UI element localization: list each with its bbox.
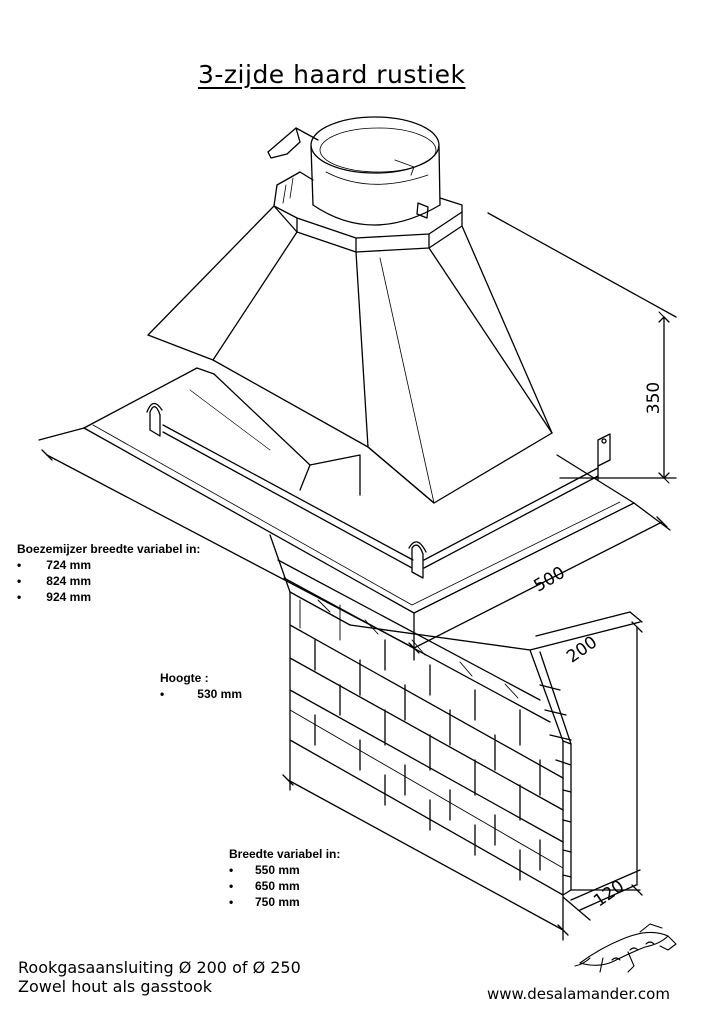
fuel-type-text: Zowel hout als gasstook (18, 977, 213, 996)
dimension-label-height: 350 (644, 382, 664, 414)
dimension-height (487, 212, 677, 484)
breedte-list: •550 mm •650 mm •750 mm (229, 862, 340, 910)
boezemijzer-note: Boezemijzer breedte variabel in: •724 mm… (17, 541, 200, 605)
breedte-note: Breedte variabel in: •550 mm •650 mm •75… (229, 846, 340, 910)
salamander-logo (574, 923, 677, 973)
dimension-label-side-bottom: 120 (590, 876, 628, 911)
dimension-label-depth: 500 (530, 563, 568, 597)
hoogte-note: Hoogte : •530 mm (160, 670, 242, 702)
website-text: www.desalamander.com (487, 985, 670, 1003)
dimension-side (529, 611, 643, 921)
flue-connection-text: Rookgasaansluiting Ø 200 of Ø 250 (18, 958, 301, 977)
smoke-hood (147, 116, 553, 504)
dimension-label-side-top: 200 (563, 632, 601, 667)
list-item: •924 mm (17, 590, 91, 604)
hoogte-list: •530 mm (160, 686, 242, 702)
pipe-collar-top (310, 116, 440, 174)
page-title: 3-zijde haard rustiek (198, 60, 466, 89)
footer-notes: Rookgasaansluiting Ø 200 of Ø 250 Zowel … (18, 958, 301, 996)
boezemijzer-list: •724 mm •824 mm •924 mm (17, 557, 200, 605)
list-item: •650 mm (229, 879, 300, 893)
list-item: •530 mm (160, 687, 242, 701)
dimension-width (282, 739, 569, 941)
brick-base (269, 534, 572, 896)
breedte-heading: Breedte variabel in: (229, 847, 341, 861)
hoogte-heading: Hoogte : (160, 671, 209, 685)
list-item: •750 mm (229, 895, 300, 909)
boezemijzer-heading: Boezemijzer breedte variabel in: (17, 542, 201, 556)
list-item: •550 mm (229, 863, 300, 877)
list-item: •824 mm (17, 574, 91, 588)
list-item: •724 mm (17, 558, 91, 572)
dimension-depth (38, 427, 671, 661)
top-plate (83, 367, 635, 614)
